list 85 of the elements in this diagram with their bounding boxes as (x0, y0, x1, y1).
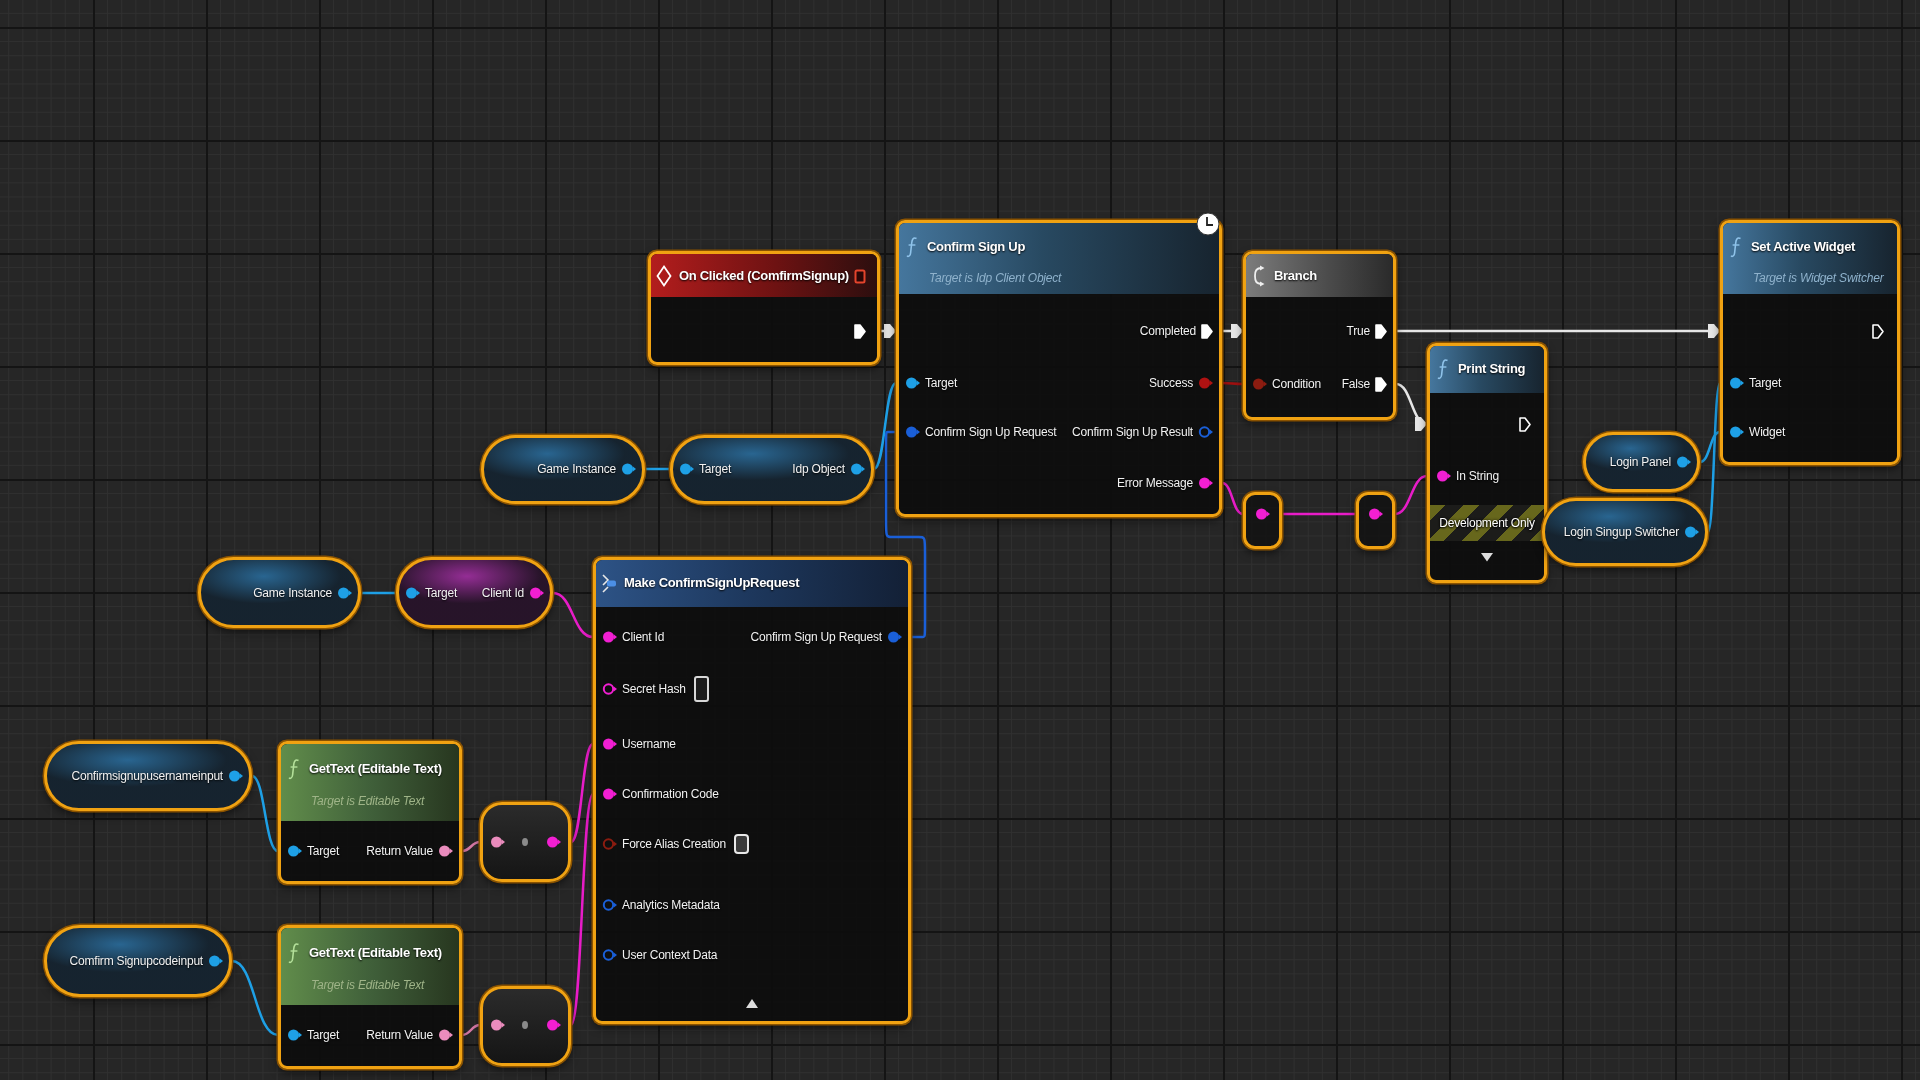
event-node (648, 251, 880, 365)
wire (1282, 512, 1356, 516)
reroute-node (1356, 492, 1395, 549)
variable-name: Target (699, 461, 732, 477)
node-subtitle: Target is Idp Client Object (929, 270, 1062, 286)
variable-name: Client Id (481, 585, 524, 601)
pin-label: Target (307, 1027, 340, 1043)
pin-label: Client Id (622, 629, 665, 645)
variable-node (396, 557, 553, 628)
reroute-node (1243, 492, 1282, 549)
node-title: GetText (Editable Text) (309, 944, 442, 962)
pin-label: Completed (1139, 323, 1196, 339)
wire (1394, 474, 1428, 516)
node-title: Set Active Widget (1751, 238, 1856, 256)
wire (645, 467, 670, 471)
variable-name: Idp Object (792, 461, 845, 477)
variable-node (44, 741, 252, 811)
node-subtitle: Target is Editable Text (311, 977, 425, 993)
pin-label: Target (1749, 375, 1782, 391)
pin-label: Widget (1749, 424, 1786, 440)
pin-label: Return Value (366, 843, 433, 859)
wire (1396, 324, 1720, 338)
variable-node (198, 557, 361, 628)
node-title: On Clicked (ComfirmSignup) (679, 267, 849, 285)
node-subtitle: Target is Editable Text (311, 793, 425, 809)
wire (231, 959, 279, 1037)
wire (251, 774, 279, 853)
conversion-node (480, 986, 571, 1066)
pin-label: False (1341, 376, 1370, 392)
wire (873, 381, 897, 471)
variable-name: Confirmsignupusernameinput (71, 768, 223, 784)
node-title: Make ConfirmSignUpRequest (624, 574, 800, 592)
wire (1699, 430, 1721, 464)
variable-node (1583, 432, 1700, 492)
variable-name: Login Singup Switcher (1563, 524, 1679, 540)
pin-label: True (1346, 323, 1370, 339)
pin-label: Force Alias Creation (622, 836, 727, 852)
conversion-node (480, 802, 571, 882)
wire (461, 1023, 481, 1037)
wire (461, 840, 481, 853)
struct-node (593, 557, 911, 1024)
pin-label: In String (1456, 468, 1499, 484)
variable-name: Game Instance (537, 461, 616, 477)
pin-label: Target (307, 843, 340, 859)
pin-label: Target (925, 375, 958, 391)
pin-label: Error Message (1116, 475, 1193, 491)
pin-label: Success (1149, 375, 1193, 391)
variable-node (1542, 498, 1708, 566)
variable-node (44, 925, 232, 997)
pin-label: Confirm Sign Up Request (750, 629, 882, 645)
variable-name: Login Panel (1609, 454, 1671, 470)
variable-node (481, 435, 645, 504)
variable-name: Target (425, 585, 458, 601)
wire (361, 591, 396, 595)
wire (884, 430, 927, 639)
function-node (278, 741, 462, 884)
pin-label: Confirmation Code (622, 786, 719, 802)
node-subtitle: Target is Widget Switcher (1753, 270, 1884, 286)
branch-node (1243, 251, 1396, 420)
pin-label: Secret Hash (622, 681, 686, 697)
pin-label: Return Value (366, 1027, 433, 1043)
pin-label: Condition (1272, 376, 1321, 392)
node-title: GetText (Editable Text) (309, 760, 442, 778)
node-title: Confirm Sign Up (927, 238, 1026, 256)
pin-label: User Context Data (622, 947, 718, 963)
pin-label: Username (622, 736, 676, 752)
variable-node (670, 435, 874, 504)
development-only-banner: Development Only (1430, 505, 1544, 541)
function-node (1427, 343, 1547, 583)
wire (1222, 324, 1243, 338)
node-title: Print String (1458, 360, 1526, 378)
pin-label: Analytics Metadata (622, 897, 720, 913)
pin-label: Confirm Sign Up Result (1072, 424, 1193, 440)
wire (880, 324, 896, 338)
wire (1395, 382, 1428, 430)
wire (1221, 481, 1244, 516)
variable-name: Game Instance (253, 585, 332, 601)
function-node (1720, 220, 1900, 465)
wire (570, 743, 594, 843)
function-node (278, 925, 462, 1069)
wire (1222, 381, 1243, 386)
wire (552, 591, 594, 639)
node-title: Branch (1274, 267, 1317, 285)
variable-name: Comfirm Signupcodeinput (69, 953, 203, 969)
pin-label: Confirm Sign Up Request (925, 424, 1057, 440)
